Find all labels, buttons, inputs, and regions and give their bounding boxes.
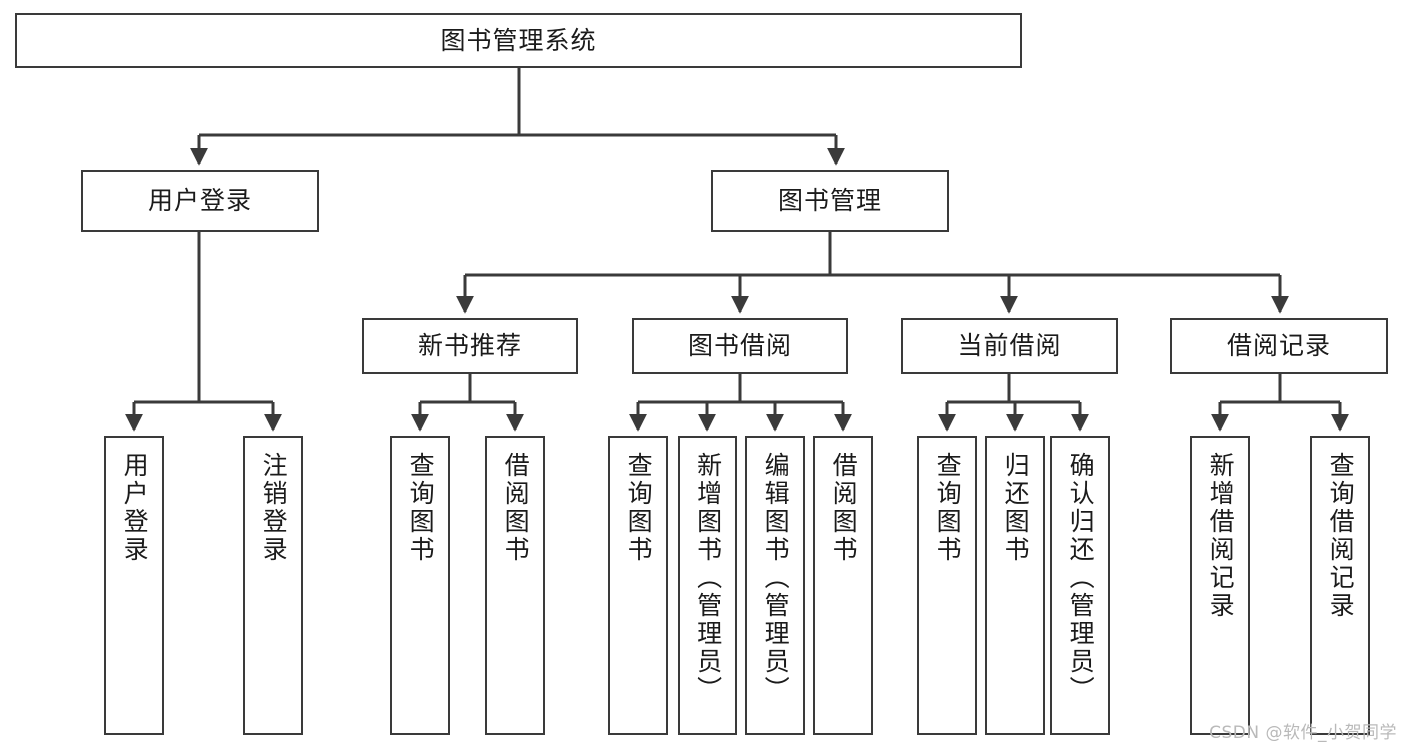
- node-user-login[interactable]: 用户登录: [81, 170, 319, 232]
- node-book-management[interactable]: 图书管理: [711, 170, 949, 232]
- node-current-borrowing[interactable]: 当前借阅: [901, 318, 1118, 374]
- node-label: 注销登录: [259, 452, 289, 564]
- node-label: 图书管理: [777, 186, 882, 216]
- node-label: 借阅图书: [501, 452, 531, 564]
- node-label: 借阅图书: [829, 452, 859, 564]
- node-label: 查询图书: [933, 452, 963, 564]
- node-label: 确认归还（管理员）: [1066, 452, 1096, 704]
- leaf-query-book-borrowing[interactable]: 查询图书: [608, 436, 668, 735]
- leaf-user-login[interactable]: 用户登录: [104, 436, 164, 735]
- node-label: 用户登录: [147, 186, 252, 216]
- leaf-add-book-admin[interactable]: 新增图书（管理员）: [678, 436, 737, 735]
- leaf-edit-book-admin[interactable]: 编辑图书（管理员）: [745, 436, 805, 735]
- leaf-logout[interactable]: 注销登录: [243, 436, 303, 735]
- node-label: 查询图书: [406, 452, 436, 564]
- node-label: 图书管理系统: [440, 25, 597, 55]
- leaf-add-borrowing-record[interactable]: 新增借阅记录: [1190, 436, 1250, 735]
- node-label: 新增图书（管理员）: [693, 452, 723, 704]
- node-label: 编辑图书（管理员）: [761, 452, 791, 704]
- node-borrowing-record[interactable]: 借阅记录: [1170, 318, 1388, 374]
- node-label: 查询借阅记录: [1326, 452, 1356, 620]
- node-label: 图书借阅: [687, 331, 792, 361]
- node-label: 借阅记录: [1226, 331, 1331, 361]
- node-label: 用户登录: [120, 452, 150, 564]
- leaf-borrow-book-borrowing[interactable]: 借阅图书: [813, 436, 873, 735]
- node-label: 归还图书: [1001, 452, 1031, 564]
- node-label: 新增借阅记录: [1206, 452, 1236, 620]
- leaf-query-borrowing-record[interactable]: 查询借阅记录: [1310, 436, 1370, 735]
- csdn-watermark: CSDN @软件_小贺同学: [1209, 723, 1397, 743]
- node-label: 查询图书: [624, 452, 654, 564]
- node-label: 当前借阅: [957, 331, 1062, 361]
- leaf-confirm-return-admin[interactable]: 确认归还（管理员）: [1050, 436, 1110, 735]
- leaf-query-book-recommendation[interactable]: 查询图书: [390, 436, 450, 735]
- leaf-return-book[interactable]: 归还图书: [985, 436, 1045, 735]
- leaf-borrow-book-recommendation[interactable]: 借阅图书: [485, 436, 545, 735]
- node-label: 新书推荐: [417, 331, 522, 361]
- node-root-system[interactable]: 图书管理系统: [15, 13, 1022, 68]
- node-new-book-recommendation[interactable]: 新书推荐: [362, 318, 578, 374]
- node-book-borrowing[interactable]: 图书借阅: [632, 318, 848, 374]
- leaf-query-book-current[interactable]: 查询图书: [917, 436, 977, 735]
